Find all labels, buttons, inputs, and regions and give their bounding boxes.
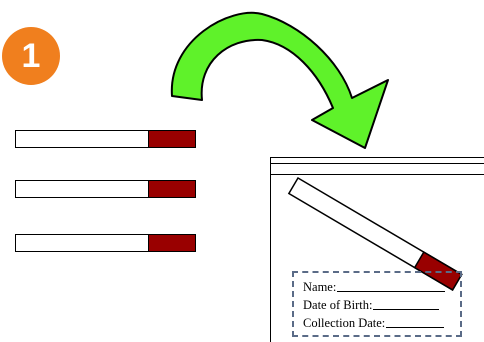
label-dob-line: Date of Birth: <box>303 296 460 314</box>
write-line <box>373 296 440 310</box>
write-line <box>386 314 445 328</box>
write-line <box>337 278 446 292</box>
label-dob: Date of Birth: <box>303 298 373 312</box>
label-name-line: Name: <box>303 278 460 296</box>
specimen-label: Name: Date of Birth: Collection Date: <box>292 271 462 337</box>
bag-seal-line <box>271 174 484 175</box>
test-tube-icon <box>15 180 196 198</box>
step-number: 1 <box>21 36 41 75</box>
test-tube-icon <box>15 234 196 252</box>
tube-cap <box>148 131 195 147</box>
label-collection-line: Collection Date: <box>303 314 460 332</box>
step-number-badge: 1 <box>2 27 60 85</box>
tube-cap <box>148 235 195 251</box>
bag-seal-line <box>271 163 484 164</box>
label-collection: Collection Date: <box>303 316 386 330</box>
label-name: Name: <box>303 280 337 294</box>
test-tube-icon <box>15 130 196 148</box>
tube-cap <box>148 181 195 197</box>
